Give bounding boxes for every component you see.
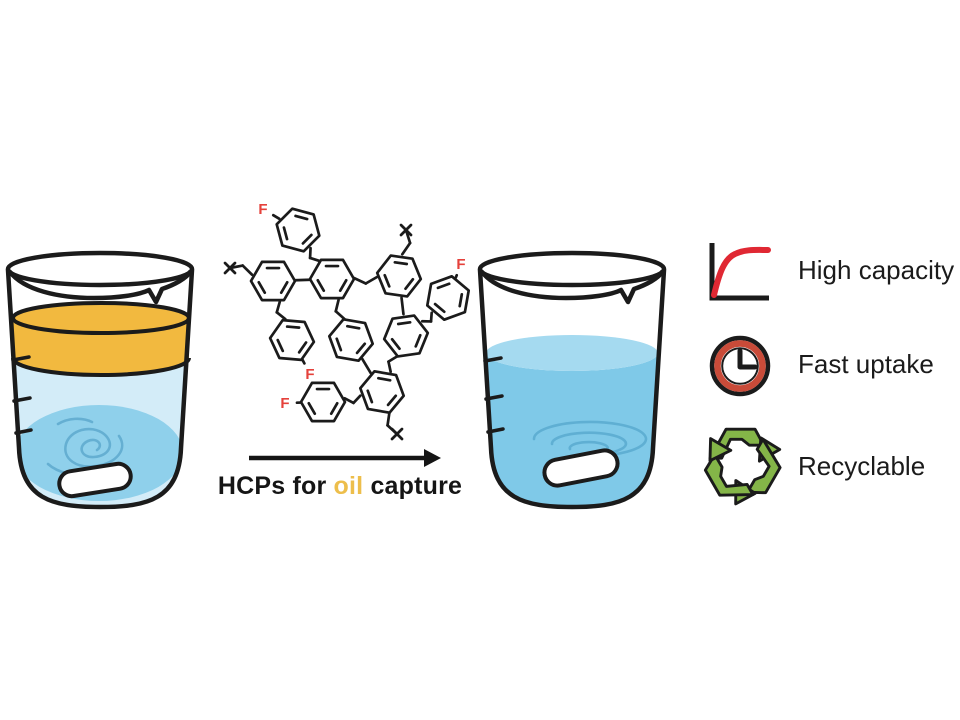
fluorine-atom-label: F <box>305 366 314 383</box>
caption-oil-highlight: oil <box>333 472 364 500</box>
clock-icon <box>709 335 771 397</box>
beaker-spout <box>7 269 193 305</box>
beaker-before <box>5 250 195 510</box>
recycle-icon <box>703 427 782 506</box>
beaker-glass-outline <box>5 250 195 510</box>
stir-bar <box>57 461 133 499</box>
reaction-arrow <box>249 449 441 467</box>
oil-bottom-line <box>11 357 191 377</box>
stir-bar <box>542 448 620 488</box>
fluorine-atom-label: F <box>258 201 267 218</box>
feature-label-high-capacity: High capacity <box>798 255 955 285</box>
clock-hands <box>737 348 758 370</box>
water-surface <box>486 335 658 371</box>
clock-ring <box>714 340 766 392</box>
arrowhead <box>424 449 441 467</box>
polymer-structure <box>223 207 471 441</box>
fluorine-labels: F F F F <box>258 201 465 412</box>
feature-label-fast-uptake: Fast uptake <box>798 349 934 379</box>
stirred-water-ellipse <box>15 405 183 501</box>
uptake-curve <box>711 246 771 298</box>
reaction-caption: HCPs for oil capture <box>190 472 490 501</box>
capacity-curve-icon <box>709 243 771 301</box>
fluorine-atom-label: F <box>280 395 289 412</box>
fluorine-atom-label: F <box>456 256 465 273</box>
beaker-after <box>477 250 667 510</box>
oil-surface <box>11 301 191 335</box>
beaker-glass-outline <box>477 250 667 510</box>
caption-pre: HCPs for <box>217 472 334 500</box>
caption-post: capture <box>363 472 463 500</box>
feature-label-recyclable: Recyclable <box>798 451 926 481</box>
beaker-spout <box>479 269 665 305</box>
